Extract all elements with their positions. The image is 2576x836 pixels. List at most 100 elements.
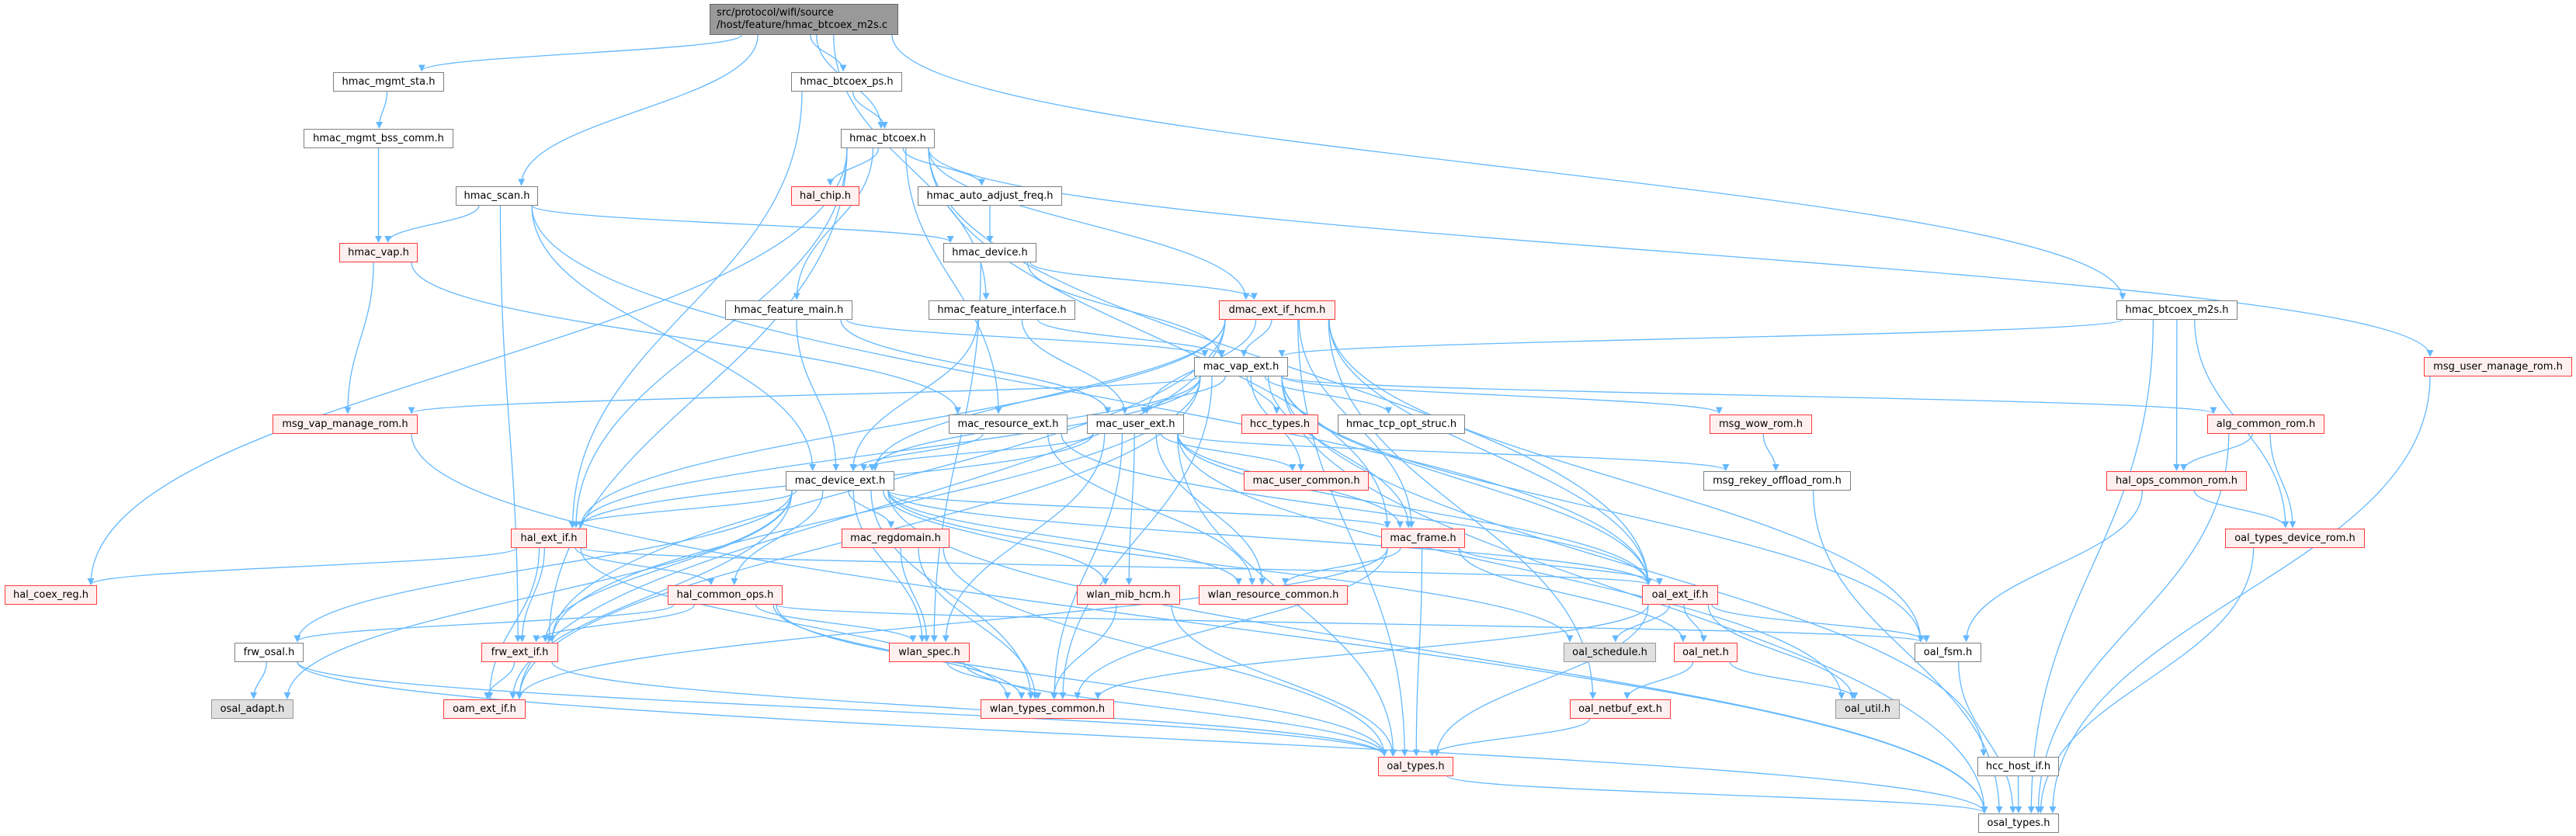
- node-dmac-ext-if-hcm[interactable]: dmac_ext_if_hcm.h: [1219, 300, 1335, 320]
- node-hmac-btcoex-m2s[interactable]: hmac_btcoex_m2s.h: [2116, 300, 2238, 320]
- edge-mac-user-ext-to-wlan-spec: [942, 433, 1106, 643]
- edge-mac-vap-ext-to-hmac-tcp-opt-struc: [1264, 376, 1392, 415]
- edge-dmac-ext-if-hcm-to-mac-device-ext: [871, 319, 1226, 471]
- node-hmac-scan[interactable]: hmac_scan.h: [456, 186, 538, 206]
- edge-mac-frame-to-oal-types: [1412, 547, 1423, 757]
- edge-dmac-ext-if-hcm-to-oam-ext-if: [516, 319, 1226, 699]
- node-mac-user-ext[interactable]: mac_user_ext.h: [1087, 414, 1184, 434]
- node-oal-netbuf-ext[interactable]: oal_netbuf_ext.h: [1570, 699, 1671, 719]
- node-wlan-types-common[interactable]: wlan_types_common.h: [981, 699, 1114, 719]
- node-oal-ext-if[interactable]: oal_ext_if.h: [1642, 585, 1718, 605]
- node-mac-frame[interactable]: mac_frame.h: [1381, 528, 1465, 548]
- edge-hmac-btcoex-to-hmac-auto-adjust-freq: [902, 147, 985, 186]
- edge-mac-vap-ext-to-msg-wow-rom: [1281, 376, 1723, 415]
- edge-hmac-feature-interface-to-mac-device-ext: [849, 319, 978, 471]
- edge-mac-regdomain-to-wlan-spec: [900, 547, 931, 643]
- edge-mac-device-ext-to-oam-ext-if: [509, 490, 793, 699]
- edge-mac-regdomain-to-oal-types: [943, 547, 1388, 757]
- node-oal-net[interactable]: oal_net.h: [1674, 642, 1738, 662]
- edge-oal-types-to-osal-types: [1446, 775, 1988, 813]
- edge-mac-vap-ext-to-oal-fsm: [1281, 376, 1925, 643]
- node-hmac-feature-interface[interactable]: hmac_feature_interface.h: [929, 300, 1075, 320]
- node-hal-chip[interactable]: hal_chip.h: [791, 186, 859, 206]
- edge-hal-common-ops-to-oal-fsm: [776, 604, 1924, 643]
- node-oal-fsm[interactable]: oal_fsm.h: [1915, 642, 1981, 662]
- edge-hmac-scan-to-frw-ext-if: [499, 205, 522, 643]
- edge-mac-frame-to-wlan-types-common: [1074, 547, 1388, 699]
- node-mac-device-ext[interactable]: mac_device_ext.h: [786, 471, 894, 491]
- node-hmac-tcp-opt-struc[interactable]: hmac_tcp_opt_struc.h: [1338, 414, 1465, 434]
- edge-hmac-btcoex-to-hmac-feature-main: [793, 147, 874, 300]
- edge-mac-resource-ext-to-oal-ext-if: [1061, 433, 1652, 585]
- edge-mac-user-ext-to-mac-device-ext: [860, 433, 1094, 471]
- node-hmac-vap[interactable]: hmac_vap.h: [339, 243, 418, 262]
- edge-hmac-btcoex-to-hal-coex-reg: [87, 147, 848, 585]
- edge-msg-wow-rom-to-msg-rekey-offload-rom: [1762, 433, 1779, 471]
- node-mac-user-common[interactable]: mac_user_common.h: [1244, 471, 1369, 491]
- edge-hmac-feature-interface-to-mac-user-ext: [1021, 319, 1129, 415]
- edge-mac-device-ext-to-hal-ext-if: [568, 490, 797, 529]
- edge-root-to-hmac-btcoex-m2s: [891, 34, 2126, 300]
- node-hal-common-ops[interactable]: hal_common_ops.h: [668, 585, 783, 605]
- node-hmac-mgmt-bss-comm[interactable]: hmac_mgmt_bss_comm.h: [304, 129, 453, 148]
- edge-hmac-scan-to-hmac-vap: [384, 205, 480, 243]
- node-wlan-mib-hcm[interactable]: wlan_mib_hcm.h: [1077, 585, 1180, 605]
- node-mac-regdomain[interactable]: mac_regdomain.h: [842, 528, 950, 548]
- node-wlan-resource-common[interactable]: wlan_resource_common.h: [1199, 585, 1348, 605]
- edge-mac-device-ext-to-oal-schedule: [887, 490, 1574, 643]
- edge-hmac-device-to-wlan-spec: [930, 262, 981, 643]
- edge-hmac-vap-to-mac-resource-ext: [411, 262, 962, 415]
- root-file-node[interactable]: src/protocol/wifi/source /host/feature/h…: [710, 4, 898, 35]
- edge-mac-frame-to-oam-ext-if: [516, 547, 1388, 699]
- edge-mac-user-ext-to-mac-user-common: [1160, 433, 1297, 471]
- node-hmac-device[interactable]: hmac_device.h: [943, 243, 1036, 262]
- node-msg-wow-rom[interactable]: msg_wow_rom.h: [1710, 414, 1812, 434]
- node-frw-osal[interactable]: frw_osal.h: [234, 642, 304, 662]
- node-hal-ext-if[interactable]: hal_ext_if.h: [511, 528, 587, 548]
- node-oam-ext-if[interactable]: oam_ext_if.h: [443, 699, 526, 719]
- edge-mac-device-ext-to-osal-types: [887, 490, 1988, 813]
- node-osal-types[interactable]: osal_types.h: [1978, 813, 2059, 833]
- node-frw-ext-if[interactable]: frw_ext_if.h: [481, 642, 558, 662]
- node-oal-types-device-rom[interactable]: oal_types_device_rom.h: [2225, 528, 2365, 548]
- node-msg-rekey-offload-rom[interactable]: msg_rekey_offload_rom.h: [1703, 471, 1851, 491]
- node-hcc-host-if[interactable]: hcc_host_if.h: [1977, 756, 2059, 776]
- node-hal-coex-reg[interactable]: hal_coex_reg.h: [5, 585, 97, 605]
- node-msg-vap-manage-rom[interactable]: msg_vap_manage_rom.h: [273, 414, 418, 434]
- edge-mac-device-ext-to-mac-frame: [887, 490, 1391, 529]
- node-hcc-types[interactable]: hcc_types.h: [1241, 414, 1318, 434]
- edge-hmac-btcoex-to-hal-ext-if: [572, 147, 848, 529]
- node-msg-user-manage-rom[interactable]: msg_user_manage_rom.h: [2424, 357, 2572, 376]
- node-hal-ops-common-rom[interactable]: hal_ops_common_rom.h: [2106, 471, 2247, 491]
- node-hmac-feature-main[interactable]: hmac_feature_main.h: [725, 300, 852, 320]
- edge-hmac-btcoex-to-mac-resource-ext: [905, 147, 1002, 415]
- edge-mac-vap-ext-to-wlan-types-common: [1059, 376, 1213, 699]
- node-hmac-btcoex[interactable]: hmac_btcoex.h: [841, 129, 935, 148]
- node-mac-resource-ext[interactable]: mac_resource_ext.h: [949, 414, 1068, 434]
- edge-hmac-vap-to-msg-vap-manage-rom: [344, 262, 374, 415]
- edge-root-to-hmac-mgmt-sta: [418, 34, 742, 72]
- edge-hmac-btcoex-to-mac-frame: [928, 147, 1391, 529]
- node-hmac-btcoex-ps[interactable]: hmac_btcoex_ps.h: [791, 71, 902, 92]
- node-mac-vap-ext[interactable]: mac_vap_ext.h: [1194, 357, 1288, 376]
- node-hmac-mgmt-sta[interactable]: hmac_mgmt_sta.h: [333, 71, 444, 92]
- edge-mac-device-ext-to-wlan-spec: [852, 490, 926, 643]
- node-wlan-spec[interactable]: wlan_spec.h: [889, 642, 970, 662]
- edge-oal-net-to-oal-netbuf-ext: [1623, 661, 1694, 699]
- edge-mac-device-ext-to-osal-adapt: [283, 490, 793, 699]
- edge-frw-osal-to-osal-adapt: [250, 661, 267, 699]
- edge-hmac-scan-to-oal-ext-if: [531, 205, 1652, 585]
- edge-hal-ext-if-to-frw-ext-if: [518, 547, 546, 643]
- edge-msg-vap-manage-rom-to-osal-types: [411, 433, 1988, 813]
- node-osal-adapt[interactable]: osal_adapt.h: [211, 699, 293, 719]
- node-oal-util[interactable]: oal_util.h: [1835, 699, 1900, 719]
- edge-hmac-device-to-dmac-ext-if-hcm: [1029, 262, 1258, 300]
- edge-mac-device-ext-to-hal-common-ops: [731, 490, 824, 585]
- node-hmac-auto-adjust-freq[interactable]: hmac_auto_adjust_freq.h: [918, 186, 1062, 206]
- edge-dmac-ext-if-hcm-to-oal-netbuf-ext: [1328, 319, 1597, 699]
- node-oal-types[interactable]: oal_types.h: [1378, 756, 1453, 776]
- edge-mac-vap-ext-to-oal-ext-if: [1281, 376, 1652, 585]
- edge-mac-user-ext-to-oal-ext-if: [1177, 433, 1652, 585]
- node-alg-common-rom[interactable]: alg_common_rom.h: [2207, 414, 2324, 434]
- node-oal-schedule[interactable]: oal_schedule.h: [1564, 642, 1656, 662]
